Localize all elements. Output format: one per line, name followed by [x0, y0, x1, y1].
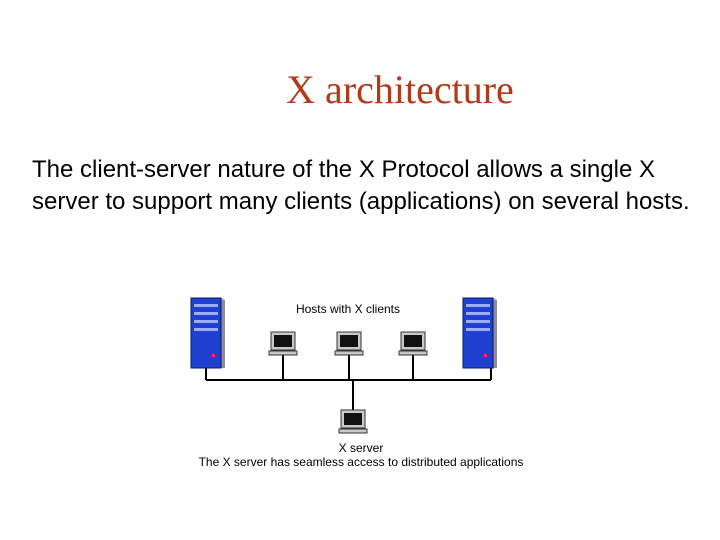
- workstation-icon: [338, 409, 368, 434]
- x-architecture-diagram: Hosts with X clients: [175, 290, 555, 470]
- hosts-label: Hosts with X clients: [296, 302, 400, 316]
- workstation-icon: [398, 331, 428, 356]
- workstation-icon: [268, 331, 298, 356]
- network-lines: [205, 354, 492, 410]
- diagram-canvas: Hosts with X clients: [190, 297, 524, 469]
- server-tower-icon: [462, 297, 497, 369]
- server-tower-icon: [190, 297, 225, 369]
- x-server-label: X server: [339, 441, 384, 455]
- slide-title: X architecture: [286, 67, 514, 112]
- diagram-caption: The X server has seamless access to dist…: [199, 455, 524, 469]
- workstation-icon: [334, 331, 364, 356]
- slide-body-text: The client-server nature of the X Protoc…: [32, 156, 690, 215]
